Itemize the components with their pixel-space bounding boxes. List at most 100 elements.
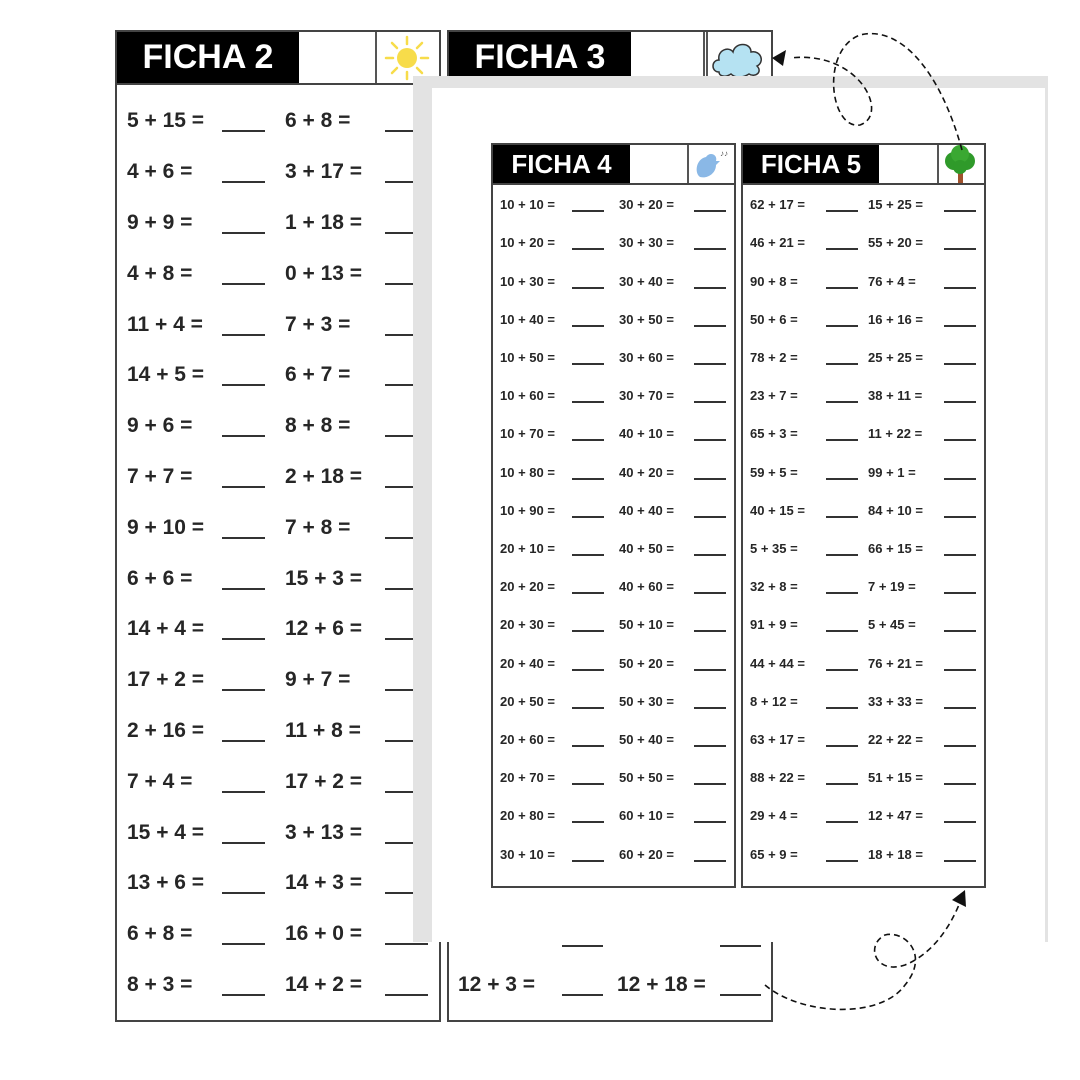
answer-blank[interactable] bbox=[572, 630, 604, 633]
answer-blank[interactable] bbox=[572, 477, 604, 480]
answer-blank[interactable] bbox=[826, 515, 858, 518]
answer-blank[interactable] bbox=[385, 994, 428, 996]
answer-blank[interactable] bbox=[572, 401, 604, 404]
answer-blank[interactable] bbox=[826, 401, 858, 404]
answer-blank[interactable] bbox=[826, 477, 858, 480]
answer-blank[interactable] bbox=[385, 181, 428, 184]
answer-blank[interactable] bbox=[694, 745, 726, 747]
answer-blank[interactable] bbox=[222, 994, 265, 996]
answer-blank[interactable] bbox=[694, 248, 726, 251]
answer-blank[interactable] bbox=[572, 859, 604, 862]
answer-blank[interactable] bbox=[944, 592, 976, 595]
answer-blank[interactable] bbox=[222, 536, 265, 539]
answer-blank[interactable] bbox=[222, 130, 265, 133]
answer-blank[interactable] bbox=[694, 630, 726, 633]
answer-blank[interactable] bbox=[222, 282, 265, 285]
answer-blank[interactable] bbox=[385, 892, 428, 895]
answer-blank[interactable] bbox=[222, 892, 265, 895]
answer-blank[interactable] bbox=[222, 638, 265, 641]
answer-blank[interactable] bbox=[694, 515, 726, 518]
answer-blank[interactable] bbox=[944, 515, 976, 518]
answer-blank[interactable] bbox=[222, 790, 265, 793]
answer-blank[interactable] bbox=[944, 821, 976, 824]
answer-blank[interactable] bbox=[572, 554, 604, 556]
answer-blank[interactable] bbox=[222, 232, 265, 234]
answer-blank[interactable] bbox=[572, 668, 604, 671]
answer-blank[interactable] bbox=[385, 638, 428, 641]
answer-blank[interactable] bbox=[826, 363, 858, 365]
answer-blank[interactable] bbox=[694, 821, 726, 824]
answer-blank[interactable] bbox=[826, 592, 858, 595]
answer-blank[interactable] bbox=[944, 363, 976, 365]
answer-blank[interactable] bbox=[385, 435, 428, 438]
answer-blank[interactable] bbox=[572, 248, 604, 251]
answer-blank[interactable] bbox=[694, 668, 726, 671]
answer-blank[interactable] bbox=[572, 783, 604, 786]
answer-blank[interactable] bbox=[222, 486, 265, 488]
answer-blank[interactable] bbox=[562, 994, 603, 997]
answer-blank[interactable] bbox=[572, 592, 604, 595]
answer-blank[interactable] bbox=[385, 232, 428, 234]
answer-blank[interactable] bbox=[694, 592, 726, 595]
answer-blank[interactable] bbox=[826, 630, 858, 633]
answer-blank[interactable] bbox=[694, 859, 726, 862]
answer-blank[interactable] bbox=[826, 210, 858, 213]
answer-blank[interactable] bbox=[944, 439, 976, 442]
answer-blank[interactable] bbox=[222, 384, 265, 387]
answer-blank[interactable] bbox=[944, 324, 976, 327]
answer-blank[interactable] bbox=[385, 282, 428, 285]
answer-blank[interactable] bbox=[694, 324, 726, 327]
answer-blank[interactable] bbox=[385, 587, 428, 590]
answer-blank[interactable] bbox=[572, 363, 604, 365]
answer-blank[interactable] bbox=[944, 630, 976, 633]
answer-blank[interactable] bbox=[222, 943, 265, 946]
answer-blank[interactable] bbox=[826, 821, 858, 824]
answer-blank[interactable] bbox=[222, 740, 265, 742]
answer-blank[interactable] bbox=[826, 248, 858, 251]
answer-blank[interactable] bbox=[944, 210, 976, 213]
answer-blank[interactable] bbox=[385, 130, 428, 133]
answer-blank[interactable] bbox=[826, 706, 858, 709]
answer-blank[interactable] bbox=[694, 401, 726, 404]
answer-blank[interactable] bbox=[572, 324, 604, 327]
answer-blank[interactable] bbox=[572, 745, 604, 747]
answer-blank[interactable] bbox=[385, 536, 428, 539]
answer-blank[interactable] bbox=[694, 439, 726, 442]
answer-blank[interactable] bbox=[944, 286, 976, 289]
answer-blank[interactable] bbox=[826, 554, 858, 556]
answer-blank[interactable] bbox=[694, 706, 726, 709]
answer-blank[interactable] bbox=[385, 384, 428, 387]
answer-blank[interactable] bbox=[222, 435, 265, 438]
answer-blank[interactable] bbox=[385, 790, 428, 793]
answer-blank[interactable] bbox=[826, 439, 858, 442]
answer-blank[interactable] bbox=[944, 668, 976, 671]
answer-blank[interactable] bbox=[385, 740, 428, 742]
answer-blank[interactable] bbox=[944, 745, 976, 747]
answer-blank[interactable] bbox=[944, 859, 976, 862]
answer-blank[interactable] bbox=[572, 210, 604, 213]
answer-blank[interactable] bbox=[944, 401, 976, 404]
answer-blank[interactable] bbox=[385, 841, 428, 844]
answer-blank[interactable] bbox=[572, 439, 604, 442]
answer-blank[interactable] bbox=[222, 689, 265, 692]
answer-blank[interactable] bbox=[694, 783, 726, 786]
answer-blank[interactable] bbox=[222, 181, 265, 184]
answer-blank[interactable] bbox=[720, 945, 761, 947]
answer-blank[interactable] bbox=[385, 689, 428, 692]
answer-blank[interactable] bbox=[222, 333, 265, 336]
answer-blank[interactable] bbox=[826, 286, 858, 289]
answer-blank[interactable] bbox=[694, 363, 726, 365]
answer-blank[interactable] bbox=[572, 515, 604, 518]
answer-blank[interactable] bbox=[694, 286, 726, 289]
answer-blank[interactable] bbox=[944, 554, 976, 556]
answer-blank[interactable] bbox=[385, 486, 428, 488]
answer-blank[interactable] bbox=[694, 210, 726, 213]
answer-blank[interactable] bbox=[720, 994, 761, 997]
answer-blank[interactable] bbox=[694, 554, 726, 556]
answer-blank[interactable] bbox=[694, 477, 726, 480]
answer-blank[interactable] bbox=[944, 248, 976, 251]
answer-blank[interactable] bbox=[222, 841, 265, 844]
answer-blank[interactable] bbox=[826, 324, 858, 327]
answer-blank[interactable] bbox=[944, 706, 976, 709]
answer-blank[interactable] bbox=[826, 859, 858, 862]
